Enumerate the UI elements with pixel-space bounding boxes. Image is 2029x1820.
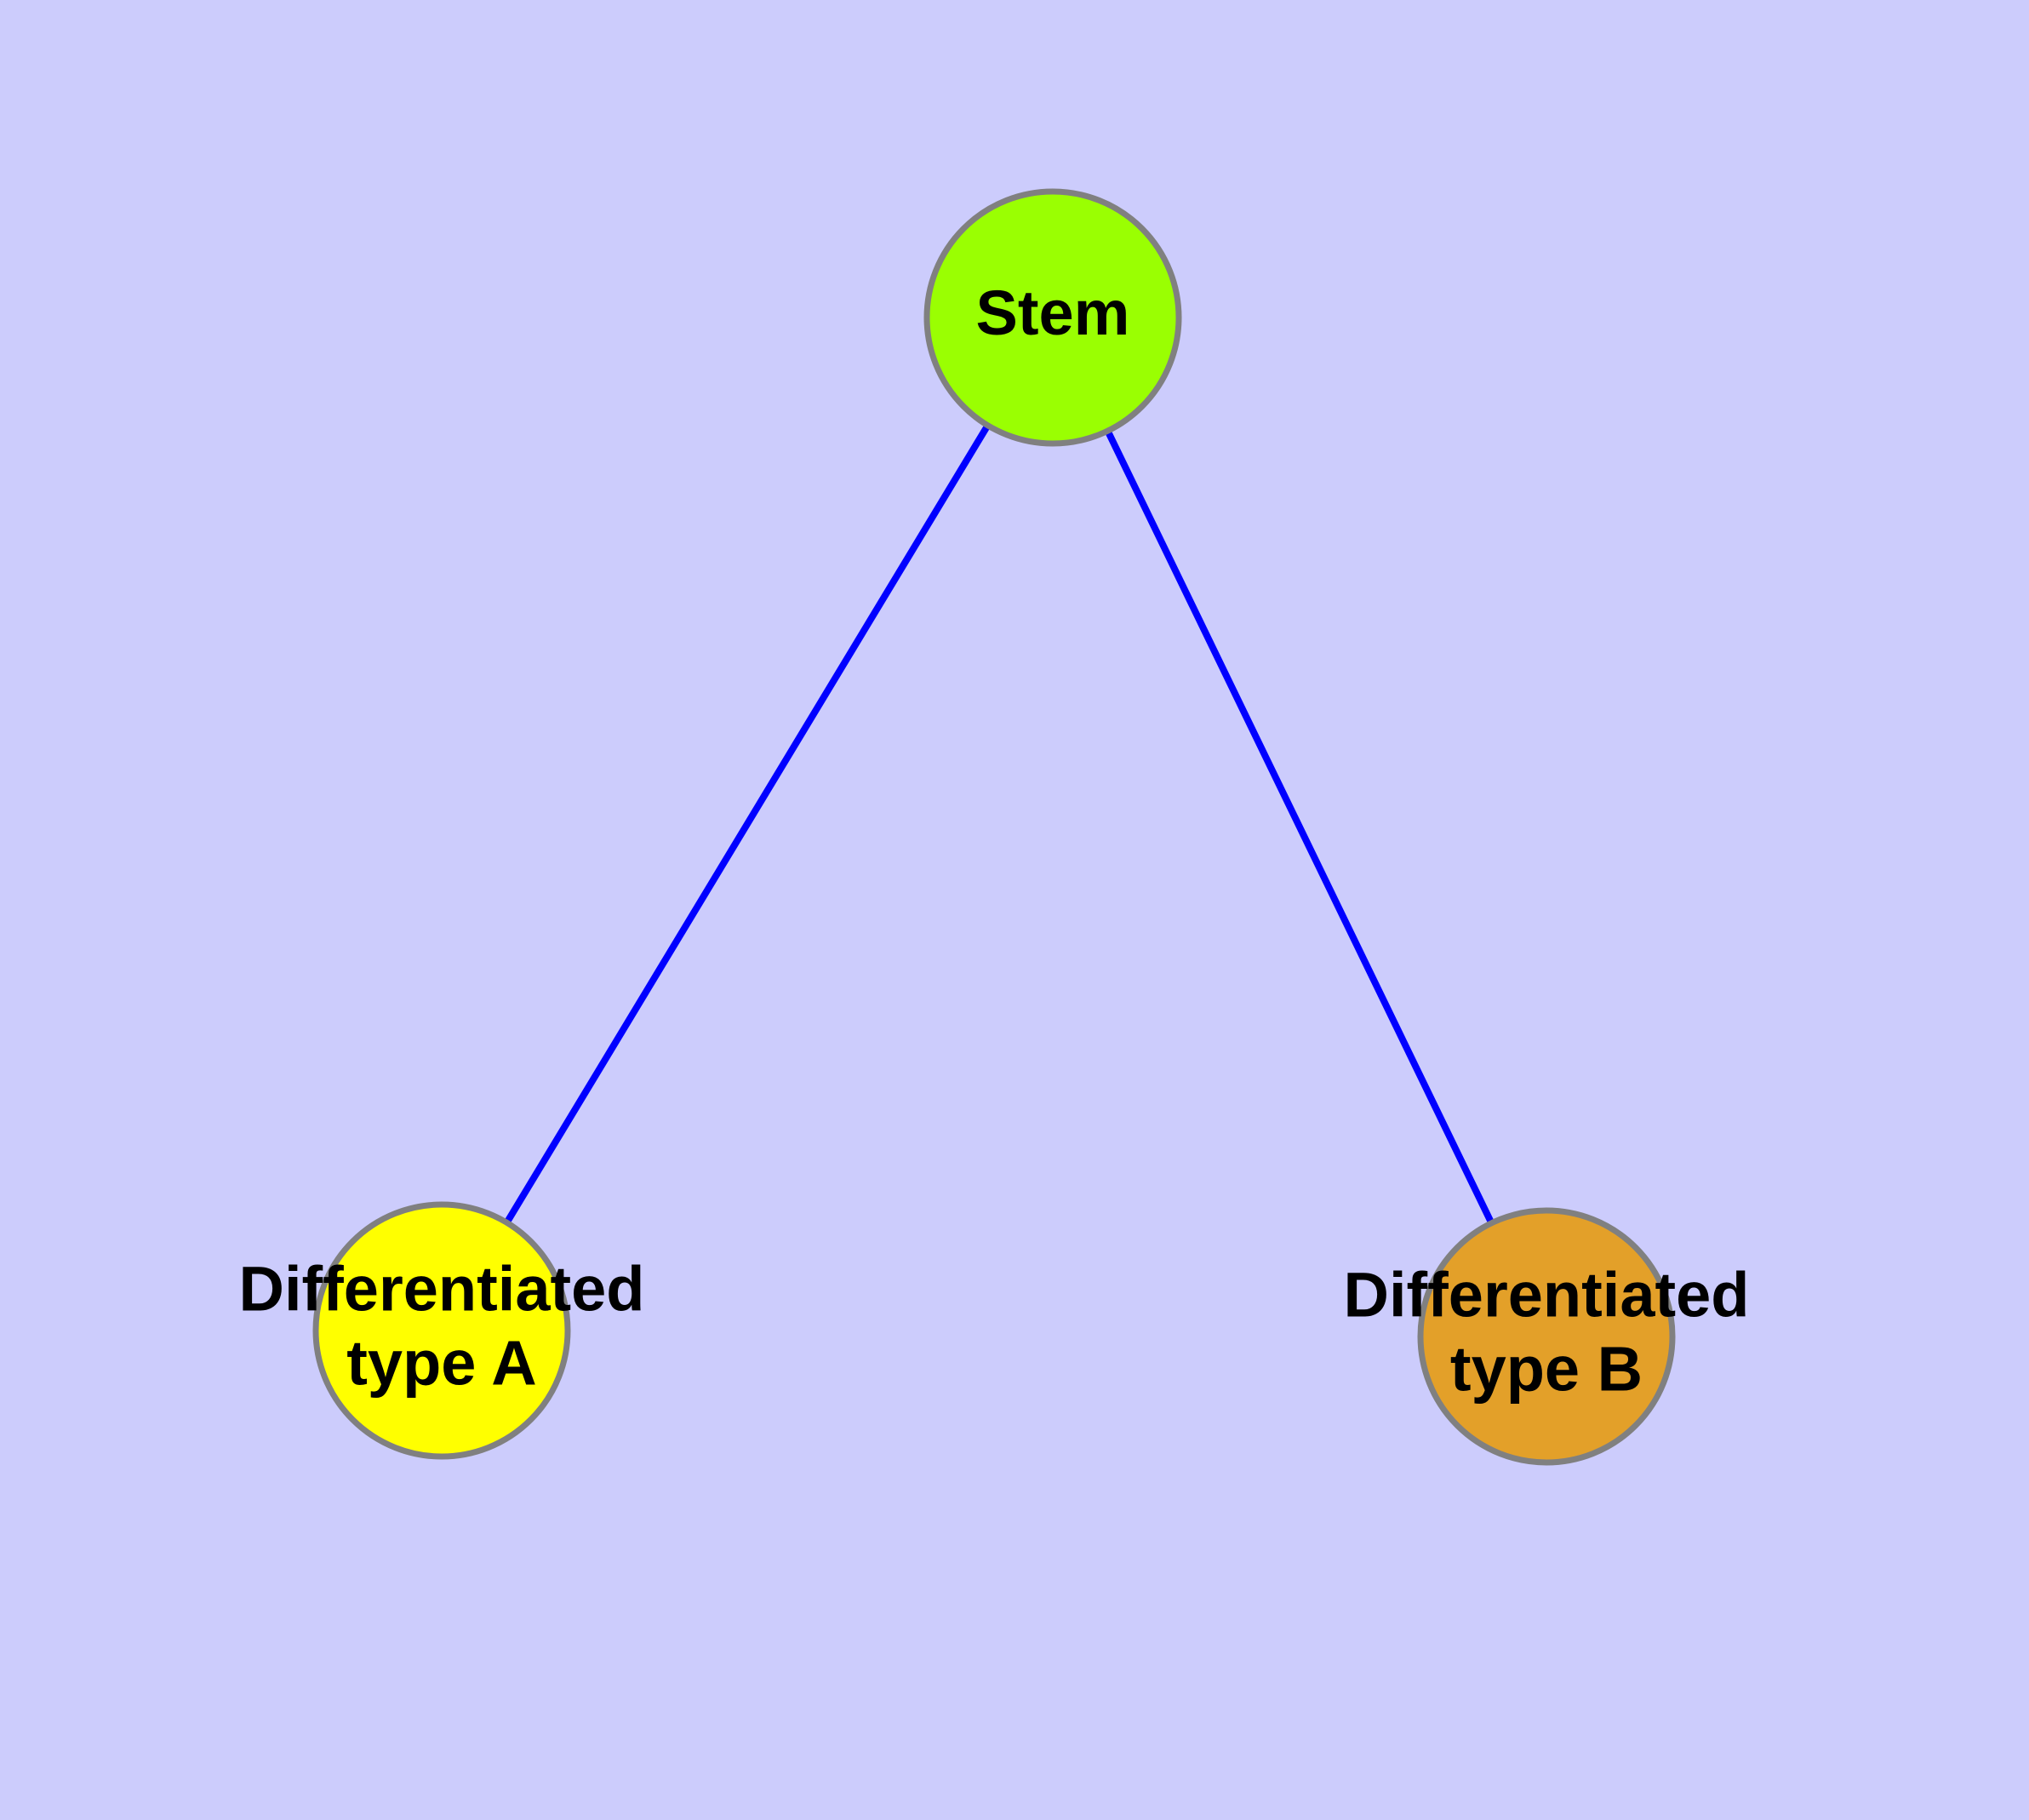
node-stem[interactable]: [923, 188, 1182, 447]
edge-stem-diff-a[interactable]: [505, 425, 990, 1223]
node-label-line: type B: [1450, 1333, 1643, 1404]
node-diff_b[interactable]: [1417, 1207, 1676, 1466]
edges-layer: [505, 425, 1495, 1223]
node-label-line: Stem: [976, 278, 1130, 348]
nodes-layer: [312, 188, 1676, 1466]
node-label-line: Differentiated: [1344, 1259, 1750, 1330]
node-label-stem: Stem: [976, 278, 1130, 348]
node-label-line: Differentiated: [239, 1253, 645, 1324]
node-diff_a[interactable]: [312, 1201, 571, 1460]
node-label-line: type A: [346, 1327, 536, 1398]
edge-stem-diff-b[interactable]: [1105, 431, 1495, 1223]
